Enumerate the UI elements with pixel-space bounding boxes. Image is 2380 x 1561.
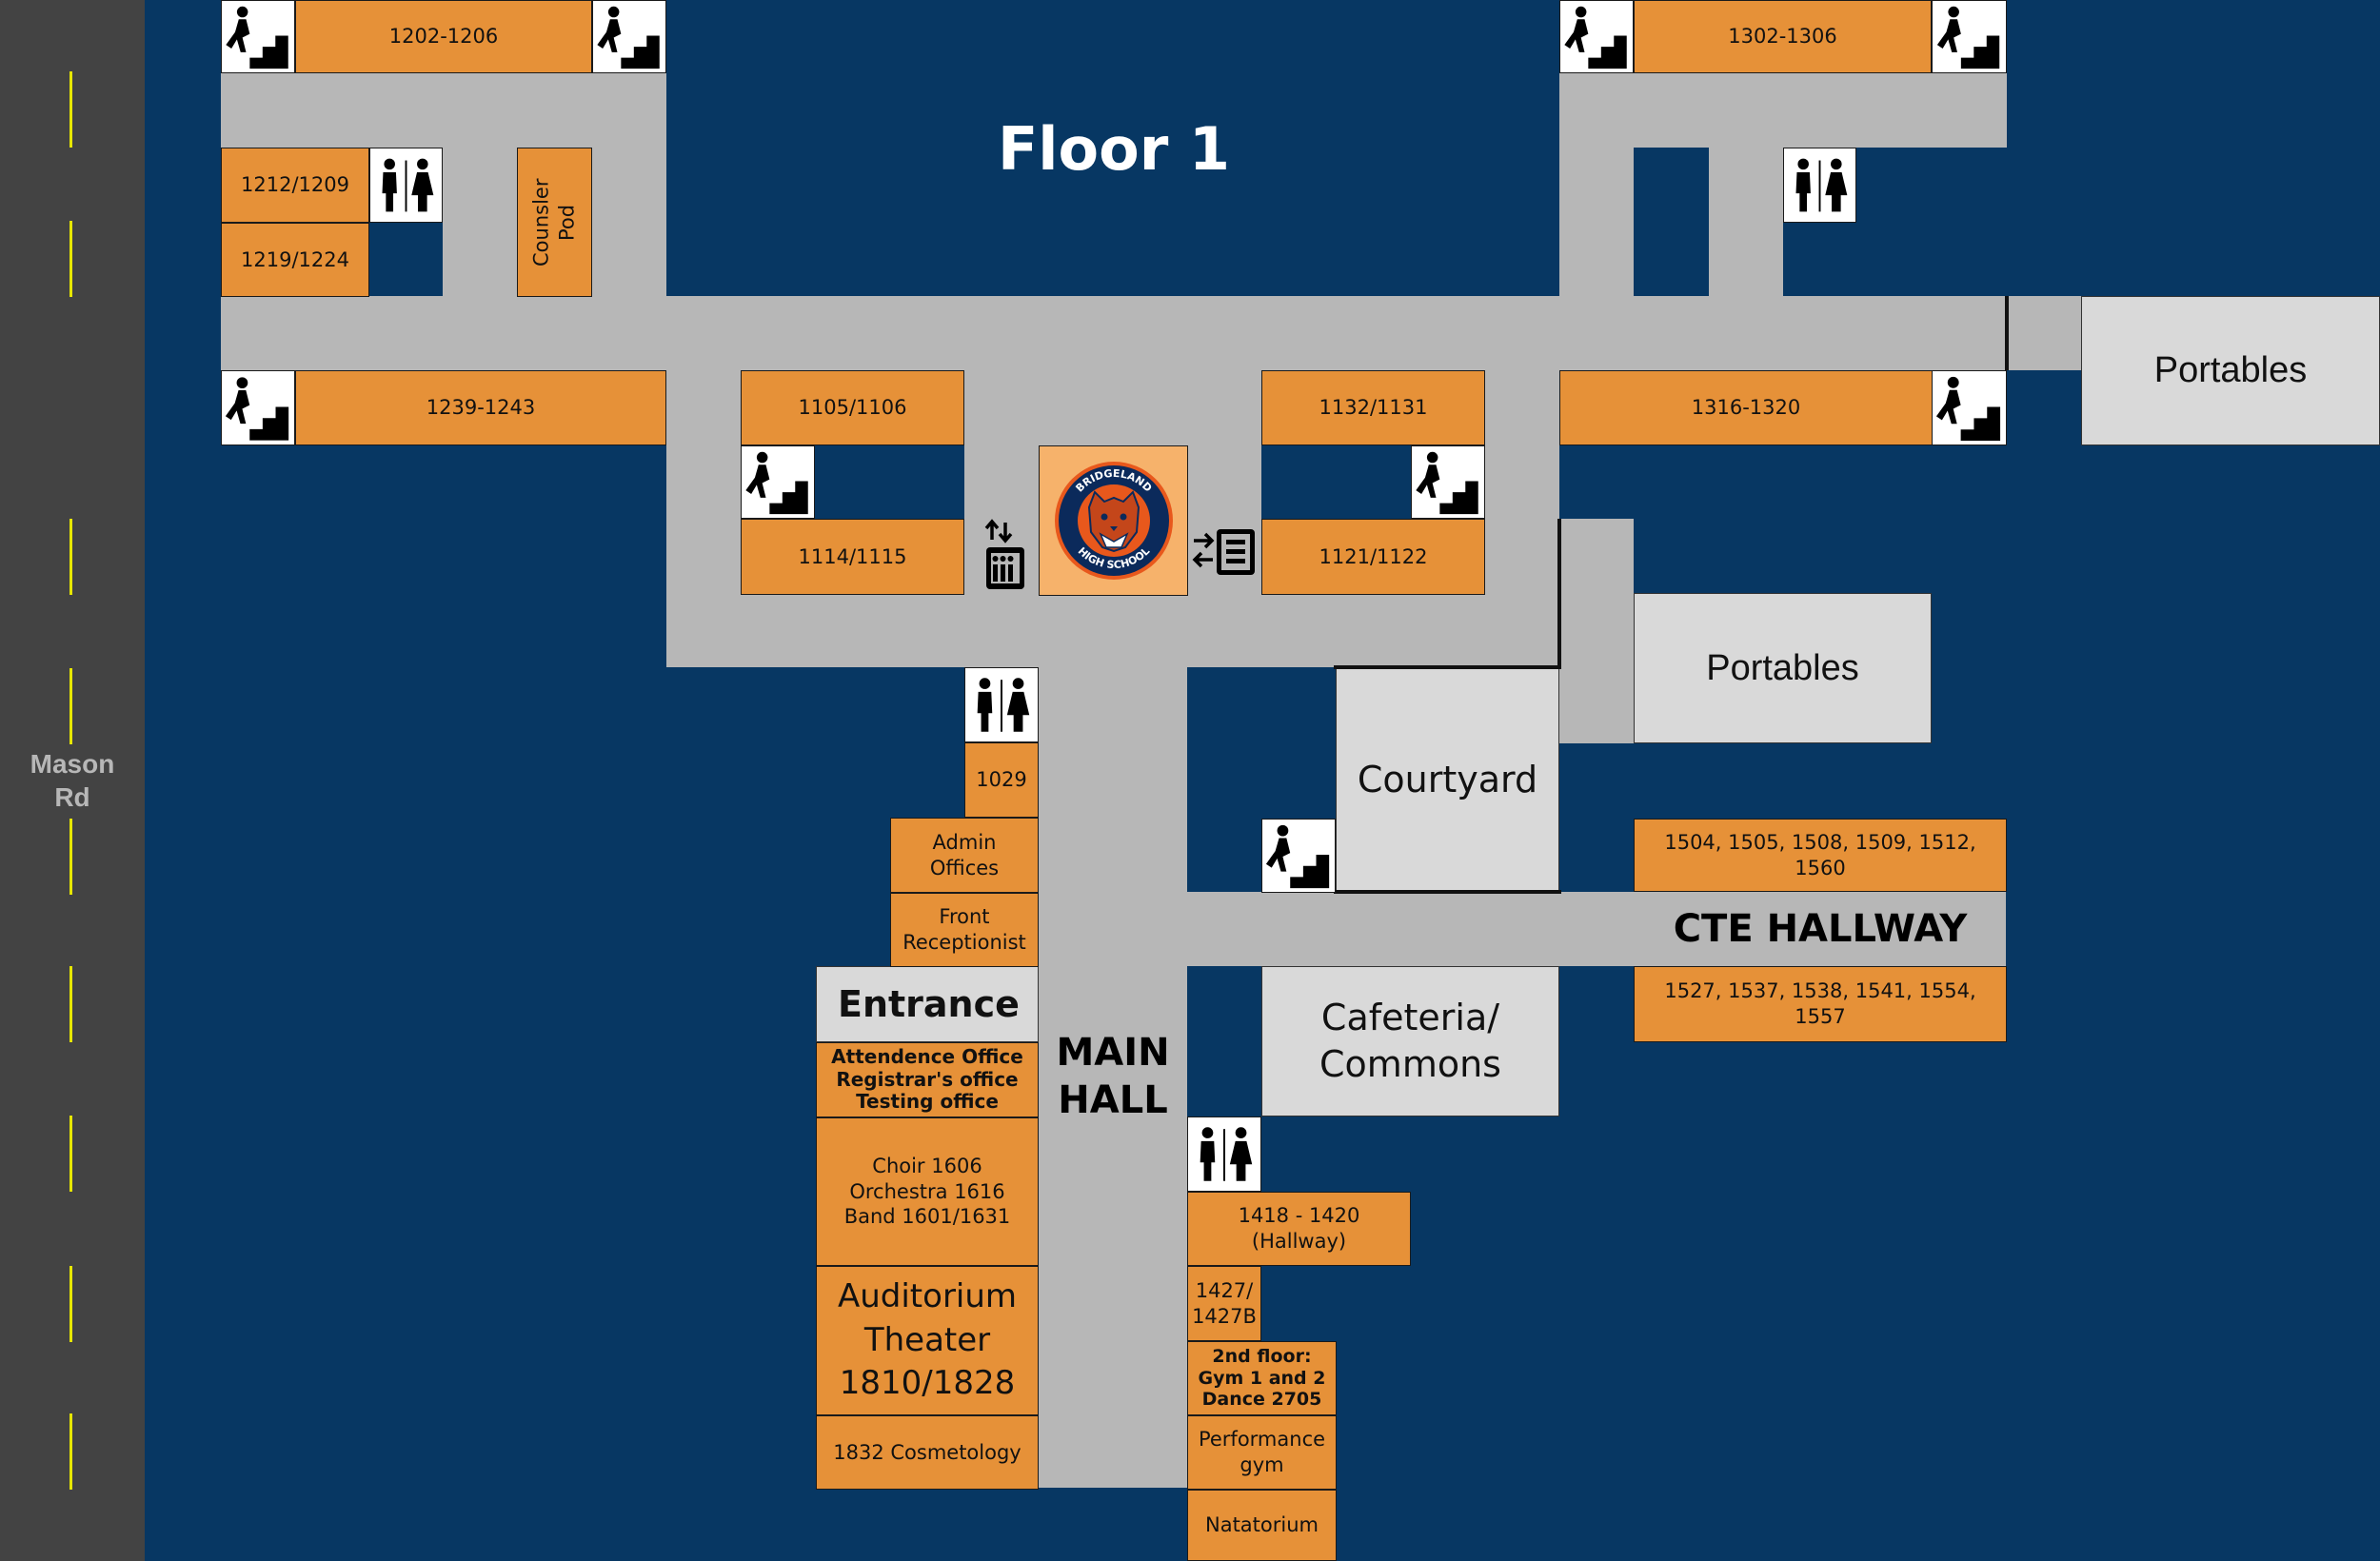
floor-title: Floor 1 <box>997 113 1231 184</box>
portables-middle: Portables <box>1634 593 1932 743</box>
room-gym-dance: 2nd floor: Gym 1 and 2 Dance 2705 <box>1187 1341 1337 1415</box>
road-lane-marking <box>69 966 72 1042</box>
room-1202-1206: 1202-1206 <box>295 0 592 73</box>
hallway-cte <box>1187 892 2006 966</box>
room-1219-1224: 1219/1224 <box>221 223 369 297</box>
hallway-portables-connector <box>1559 519 1634 743</box>
elevator-icon <box>981 519 1034 595</box>
hallway-main-east-west <box>221 296 2007 370</box>
cte-hallway-label: CTE HALLWAY <box>1673 907 1968 951</box>
stairs-icon <box>1261 819 1336 893</box>
restroom-icon <box>1187 1116 1261 1192</box>
road-lane-marking <box>69 519 72 595</box>
road-lane-marking <box>69 1116 72 1192</box>
room-cte-1527-1557: 1527, 1537, 1538, 1541, 1554, 1557 <box>1634 966 2007 1042</box>
room-cte-1504-1560: 1504, 1505, 1508, 1509, 1512, 1560 <box>1634 819 2007 892</box>
stairs-icon <box>221 0 295 73</box>
hallway-west-spur <box>443 73 517 296</box>
road-lane-marking <box>69 221 72 297</box>
stairs-icon <box>741 445 815 519</box>
room-1132-1131: 1132/1131 <box>1261 370 1485 445</box>
room-performance-gym: Performance gym <box>1187 1415 1337 1490</box>
room-1239-1243: 1239-1243 <box>295 370 666 445</box>
stairs-icon <box>592 0 666 73</box>
room-1114-1115: 1114/1115 <box>741 519 964 595</box>
room-1427: 1427/ 1427B <box>1187 1266 1261 1341</box>
restroom-icon <box>964 667 1039 742</box>
road-lane-marking <box>69 71 72 148</box>
hallway-divider <box>1557 519 1561 667</box>
courtyard: Courtyard <box>1336 667 1559 893</box>
room-1302-1306: 1302-1306 <box>1634 0 1932 73</box>
room-front-receptionist: Front Receptionist <box>890 893 1039 967</box>
road-label: Mason Rd <box>30 749 115 812</box>
room-attendance-office: Attendence Office Registrar's office Tes… <box>816 1042 1039 1117</box>
courtyard-wall <box>1334 665 1561 669</box>
road-lane-marking <box>69 1266 72 1342</box>
road <box>0 0 145 1561</box>
road-lane-marking <box>69 1413 72 1490</box>
room-1121-1122: 1121/1122 <box>1261 519 1485 595</box>
hallway-west-vertical <box>592 73 666 296</box>
room-1212-1209: 1212/1209 <box>221 148 369 223</box>
hallway-divider <box>2005 296 2009 370</box>
hallway-east-spur-2 <box>1709 73 1783 296</box>
room-cosmetology: 1832 Cosmetology <box>816 1415 1039 1490</box>
stairs-icon <box>1932 0 2007 73</box>
hallway-to-portables <box>2007 296 2083 370</box>
courtyard-wall <box>1334 890 1561 894</box>
portables-top: Portables <box>2081 296 2380 445</box>
room-auditorium-theater: Auditorium Theater 1810/1828 <box>816 1266 1039 1415</box>
hallway-east-spur-1 <box>1559 73 1634 296</box>
room-1316-1320: 1316-1320 <box>1559 370 1933 445</box>
stairs-icon <box>1411 445 1485 519</box>
stairs-icon <box>1932 370 2007 445</box>
room-1105-1106: 1105/1106 <box>741 370 964 445</box>
entrance: Entrance <box>816 966 1039 1042</box>
road-lane-marking <box>69 668 72 744</box>
bear-logo-icon: BRIDGELAND HIGH SCHOOL <box>1054 462 1173 580</box>
stairs-icon <box>1559 0 1634 73</box>
hallway-north-east <box>1559 73 2007 148</box>
restroom-icon <box>1783 148 1856 223</box>
room-natatorium: Natatorium <box>1187 1490 1337 1561</box>
room-admin-offices: Admin Offices <box>890 818 1039 893</box>
room-1029: 1029 <box>964 742 1039 818</box>
hallway-main-hall <box>1039 667 1187 1488</box>
school-logo: BRIDGELAND HIGH SCHOOL <box>1039 445 1188 596</box>
main-hall-label: MAIN HALL <box>1056 1030 1170 1122</box>
room-1418-1420: 1418 - 1420 (Hallway) <box>1187 1192 1411 1266</box>
elevator-icon <box>1190 524 1259 581</box>
cafeteria-commons: Cafeteria/ Commons <box>1261 966 1559 1116</box>
stairs-icon <box>221 370 295 445</box>
room-music: Choir 1606 Orchestra 1616 Band 1601/1631 <box>816 1117 1039 1266</box>
room-counsler-pod: Counsler Pod <box>517 148 592 297</box>
restroom-icon <box>369 148 443 223</box>
road-lane-marking <box>69 819 72 895</box>
